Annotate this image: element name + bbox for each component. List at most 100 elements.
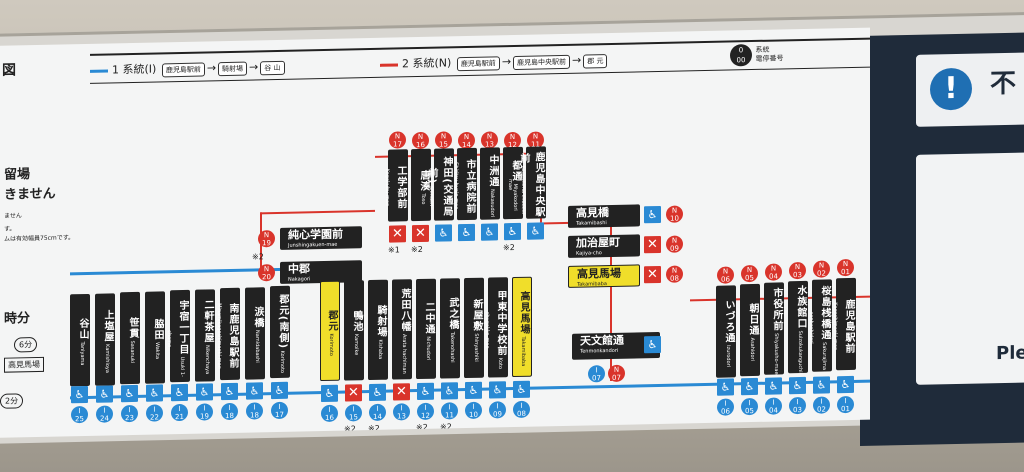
badge-number: 14 — [373, 412, 382, 421]
badge-number: 08 — [670, 274, 679, 283]
stop-sign: 朝日通 Asahidori — [740, 283, 760, 377]
stop-sign: 郡元 Korimoto — [320, 280, 340, 382]
stop-name: 高見馬場 — [518, 290, 529, 336]
badge-letter: I — [595, 366, 598, 375]
badge-number: 24 — [100, 414, 109, 423]
left-note-1: ません — [4, 212, 22, 220]
wheelchair-icon: ♿ — [813, 376, 830, 394]
stop-sign: 鴨池 Kamoike — [344, 280, 364, 381]
badge-number: 15 — [349, 413, 358, 422]
system1-label: 1 系統(I) — [112, 62, 157, 77]
stop-name: 工学部前 — [395, 165, 406, 210]
stop-romaji: Kamishioya — [104, 342, 110, 373]
stop-sign: 市立病院前 Shiritsu byoin-mae — [453, 147, 477, 221]
no-access-icon: ✕ — [644, 235, 661, 254]
line-blue-icon — [90, 69, 108, 73]
badge-number: 05 — [745, 273, 754, 283]
stop-sign: 武之橋 Takenohashi — [440, 278, 460, 379]
stop-name: 二中通 — [423, 301, 434, 335]
stop-romaji: Kogakubu-mae — [384, 168, 390, 207]
badge-letter: N — [417, 132, 424, 141]
no-access-icon: ✕ — [389, 225, 406, 243]
badge-letter: N — [463, 132, 470, 141]
line-red-icon — [380, 62, 398, 67]
stop-romaji: Takamibashi — [576, 220, 607, 227]
stop-name: 新屋敷 — [471, 298, 482, 332]
badge-number: 03 — [793, 405, 802, 415]
badge-number: 01 — [841, 267, 850, 277]
stop-name: 高見馬場 — [577, 266, 621, 281]
stop-name: 郡元 — [326, 309, 337, 332]
stop-sign: 高見馬場 Takamibaba — [512, 276, 532, 378]
stop-romaji: Kishaba — [377, 337, 383, 360]
badge-letter: I — [103, 406, 106, 415]
system2-label: 2 系統(N) — [402, 56, 452, 71]
info-icon: ! — [930, 67, 972, 111]
stop-romaji: Shiyakusho-mae — [773, 330, 779, 375]
badge-letter: I — [520, 401, 523, 410]
stop-name: 騎射場 — [375, 304, 386, 338]
left-heading-2: きません — [4, 186, 56, 203]
notice-box: ! 不 — [916, 51, 1024, 127]
no-access-icon: ✕ — [412, 224, 429, 243]
route-line-blue-left-top — [70, 267, 315, 276]
badge-number: 22 — [150, 413, 159, 422]
wheelchair-icon: ♿ — [741, 377, 758, 396]
badge-letter: N — [671, 266, 678, 275]
wheelchair-icon: ♿ — [417, 382, 434, 401]
stop-sign: 谷山 Taniyama — [70, 293, 90, 387]
stop-romaji: Kajiya-cho — [576, 250, 602, 257]
badge-number: 11 — [445, 411, 454, 420]
stop-sign: 郡元(南側) Korimoto — [270, 285, 290, 379]
stop-name: 水族館口 — [795, 285, 806, 330]
badge-number: 01 — [841, 404, 850, 414]
wheelchair-icon: ♿ — [435, 224, 452, 242]
badge-number: 09 — [670, 244, 679, 253]
stop-sign: 甲東中学校前 Koto chugakko-mae — [484, 277, 508, 378]
wheelchair-icon: ♿ — [489, 381, 506, 399]
stop-name: 市役所前 — [771, 286, 782, 332]
route-line-red-join — [260, 209, 375, 215]
badge-letter: I — [352, 405, 355, 414]
badge-number: 16 — [325, 413, 334, 422]
badge-number: 10 — [469, 410, 478, 419]
badge-letter: N — [842, 260, 849, 269]
badge-letter: I — [328, 405, 331, 414]
badge-number: 19 — [262, 239, 271, 248]
badge-number: 02 — [817, 269, 826, 278]
stop-sign: 二中通 Nichudori — [416, 278, 436, 380]
stop-sign: 中洲通 Nakasudori — [480, 147, 500, 220]
stop-romaji: Nikenchaya — [204, 343, 210, 375]
badge-letter: N — [486, 132, 493, 141]
badge-letter: N — [722, 267, 729, 276]
stop-name: 鹿児島駅前 — [843, 298, 854, 354]
badge-number: 17 — [393, 140, 402, 149]
info-box: Ple — [916, 151, 1024, 385]
stop-sign: 鹿児島中央駅前 Kagoshima chuoeki-mae — [507, 146, 546, 219]
stop-name: 南鹿児島駅前 — [227, 302, 238, 370]
stop-romaji: Shinden — [428, 184, 434, 207]
badge-number: 06 — [721, 275, 730, 284]
badge-number: 13 — [397, 412, 406, 421]
route-map-panel: 1 系統(I) 鹿児島駅前→騎射場→谷 山 2 系統(N) 鹿児島駅前→鹿児島中… — [0, 27, 870, 439]
wheelchair-icon: ♿ — [527, 222, 544, 240]
legend-stop: 鹿児島駅前 — [161, 62, 205, 78]
stop-name: 脇田 — [152, 318, 163, 341]
